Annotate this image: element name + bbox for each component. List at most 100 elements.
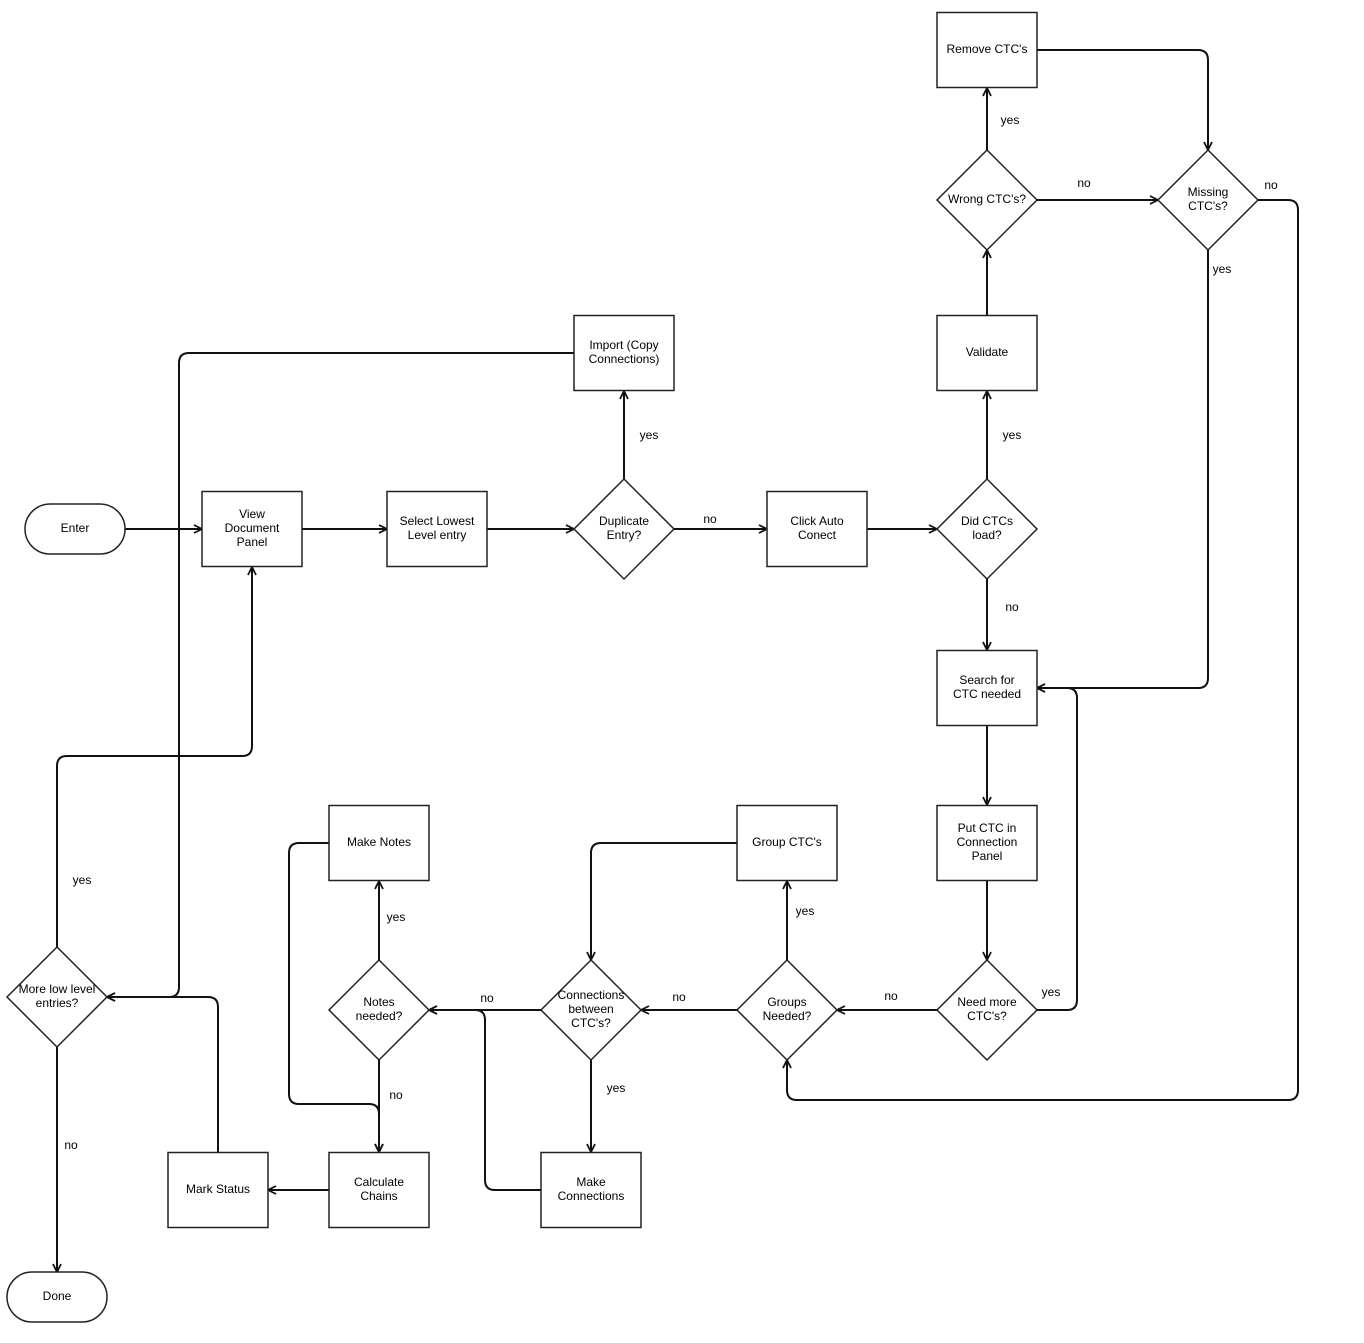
node-label: Make Notes bbox=[347, 835, 411, 849]
process-box bbox=[936, 804, 1038, 882]
node-mark-status: Mark Status bbox=[167, 1151, 269, 1229]
node-label-line: Groups bbox=[767, 995, 806, 1009]
edge-label-groups-no: no bbox=[672, 990, 686, 1004]
decision-diamond bbox=[539, 958, 643, 1062]
edge-label-duplicate-yes: yes bbox=[640, 428, 659, 442]
edge-mark-to-more bbox=[107, 997, 219, 1152]
node-label-line: Click Auto bbox=[790, 514, 844, 528]
node-label-line: between bbox=[568, 1002, 613, 1016]
process-box bbox=[766, 490, 868, 568]
node-label: Wrong CTC's? bbox=[948, 192, 1026, 206]
decision-diamond bbox=[735, 958, 839, 1062]
node-label-line: Mark Status bbox=[186, 1182, 250, 1196]
edge-labels: yesnoyesnoyesnoyesnoyesnoyesnoyesnoyesno… bbox=[64, 113, 1278, 1152]
node-label: Group CTC's bbox=[752, 835, 822, 849]
node-label-line: Wrong CTC's? bbox=[948, 192, 1026, 206]
node-label-line: Remove CTC's bbox=[947, 42, 1028, 56]
process-box bbox=[936, 11, 1038, 89]
process-box bbox=[540, 1151, 642, 1229]
edge-label-wrong-yes: yes bbox=[1001, 113, 1020, 127]
node-label-line: Put CTC in bbox=[958, 821, 1017, 835]
node-done: Done bbox=[6, 1271, 108, 1323]
node-label: Remove CTC's bbox=[947, 42, 1028, 56]
node-label-line: Import (Copy bbox=[589, 338, 658, 352]
edge-label-missing-yes: yes bbox=[1213, 262, 1232, 276]
edge-label-need-more-yes: yes bbox=[1042, 985, 1061, 999]
node-label-line: CTC's? bbox=[1188, 199, 1228, 213]
decision-diamond bbox=[572, 477, 676, 581]
edge-label-notes-yes: yes bbox=[387, 910, 406, 924]
process-box bbox=[386, 490, 488, 568]
node-label-line: Duplicate bbox=[599, 514, 649, 528]
process-box bbox=[936, 649, 1038, 727]
node-label-line: Needed? bbox=[763, 1009, 812, 1023]
node-label-line: Panel bbox=[237, 535, 268, 549]
node-label-line: Conect bbox=[798, 528, 837, 542]
edge-label-connections-yes: yes bbox=[607, 1081, 626, 1095]
node-label-line: Search for bbox=[959, 673, 1014, 687]
decision-diamond bbox=[935, 148, 1039, 252]
terminal-pill bbox=[24, 503, 126, 555]
process-box bbox=[167, 1151, 269, 1229]
process-box bbox=[573, 314, 675, 392]
node-label-line: Panel bbox=[972, 849, 1003, 863]
process-box bbox=[936, 314, 1038, 392]
node-label-line: Done bbox=[43, 1289, 72, 1303]
edge-label-did-ctcs-yes: yes bbox=[1003, 428, 1022, 442]
node-make-notes: Make Notes bbox=[328, 804, 430, 882]
node-enter: Enter bbox=[24, 503, 126, 555]
node-label-line: Select Lowest bbox=[400, 514, 475, 528]
node-label-line: Connections bbox=[558, 1189, 625, 1203]
node-label-line: entries? bbox=[36, 996, 79, 1010]
edge-more-yes-to-view bbox=[56, 567, 252, 947]
node-label-line: Connections bbox=[558, 988, 625, 1002]
node-label-line: Document bbox=[225, 521, 280, 535]
node-label-line: needed? bbox=[356, 1009, 403, 1023]
node-wrong-ctcs: Wrong CTC's? bbox=[935, 148, 1039, 252]
node-label-line: Connection bbox=[957, 835, 1018, 849]
edge-need-yes-to-search bbox=[1037, 688, 1078, 1011]
process-box bbox=[328, 1151, 430, 1229]
edge-label-groups-yes: yes bbox=[796, 904, 815, 918]
node-label-line: CTC's? bbox=[967, 1009, 1007, 1023]
decision-diamond bbox=[327, 958, 431, 1062]
node-label: Done bbox=[43, 1289, 72, 1303]
node-label-line: Connections) bbox=[589, 352, 660, 366]
node-label-line: Group CTC's bbox=[752, 835, 822, 849]
edge-missing-no-to-groups bbox=[787, 199, 1299, 1101]
node-label-line: Did CTCs bbox=[961, 514, 1013, 528]
edge-label-notes-no: no bbox=[389, 1088, 403, 1102]
edge-label-wrong-no: no bbox=[1077, 176, 1091, 190]
node-label-line: Level entry bbox=[408, 528, 467, 542]
node-label-line: Missing bbox=[1188, 185, 1229, 199]
node-label-line: View bbox=[239, 507, 265, 521]
node-validate: Validate bbox=[936, 314, 1038, 392]
edge-label-need-more-no: no bbox=[884, 989, 898, 1003]
